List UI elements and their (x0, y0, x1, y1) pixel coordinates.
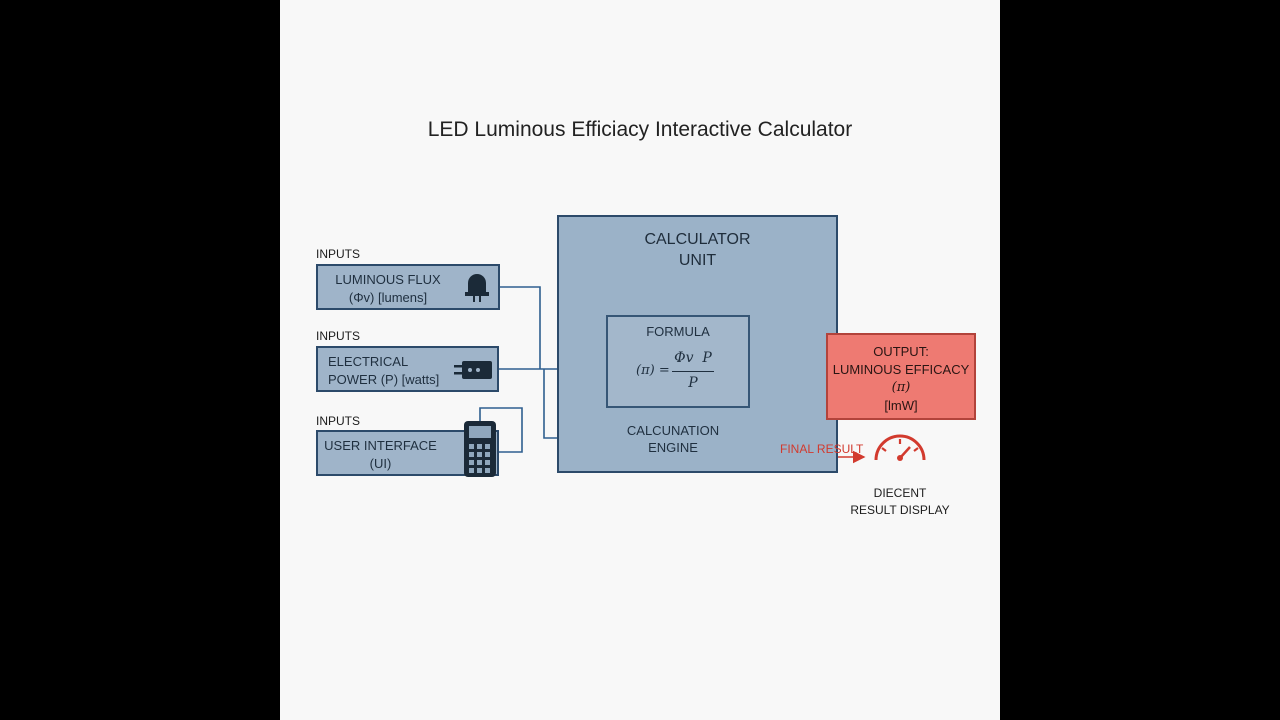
input-luminous-flux-box: LUMINOUS FLUX (Φv) [lumens] (316, 264, 500, 310)
input-electrical-power-box: ELECTRICAL POWER (P) [watts] (316, 346, 499, 392)
display-line2: RESULT DISPLAY (850, 503, 950, 517)
wire-ui-loop (479, 407, 523, 453)
calculator-unit-title: CALCULATOR UNIT (559, 229, 836, 271)
engine-line2: ENGINE (648, 440, 698, 455)
engine-line1: CALCUNATION (626, 423, 720, 438)
formula-denominator: P (688, 375, 698, 391)
output-box: OUTPUT: LUMINOUS EFFICACY (π) [lmW] (826, 333, 976, 420)
keypad-device-icon (464, 421, 496, 477)
led-bulb-icon (465, 274, 489, 302)
output-line2: LUMINOUS EFFICACY (832, 362, 970, 377)
diagram-title: LED Luminous Efficiacy Interactive Calcu… (427, 118, 853, 141)
formula-lhs: (π) = (636, 363, 670, 378)
gauge-icon (874, 434, 926, 461)
diagram-canvas: LED Luminous Efficiacy Interactive Calcu… (280, 0, 1000, 720)
calculation-engine-label: CALCUNATION ENGINE (613, 422, 733, 456)
output-line3: (π) (891, 380, 911, 395)
final-result-label: FINAL RESULT (780, 442, 864, 456)
input-label: ELECTRICAL (328, 354, 409, 369)
input-heading: INPUTS (316, 329, 361, 343)
input-unit: (Φv) [lumens] (348, 290, 428, 305)
wire-flux-to-formula (500, 286, 541, 369)
output-line4: [lmW] (884, 398, 918, 413)
input-heading: INPUTS (316, 247, 361, 261)
calculator-title-line2: UNIT (678, 252, 717, 269)
input-label: LUMINOUS FLUX (335, 272, 441, 287)
input-heading: INPUTS (316, 414, 361, 428)
input-unit: POWER (P) [watts] (328, 372, 440, 387)
formula-numerator: Φv P (674, 350, 712, 366)
power-plug-icon (454, 361, 492, 379)
input-label: USER INTERFACE (324, 438, 437, 453)
display-line1: DIECENT (873, 486, 927, 500)
fraction-bar (672, 371, 714, 372)
result-display-label: DIECENT RESULT DISPLAY (840, 485, 960, 519)
input-unit: (UI) (369, 456, 392, 471)
calculator-title-line1: CALCULATOR (644, 231, 751, 248)
formula-box: FORMULA (π) = Φv P P (606, 315, 750, 408)
formula-label: FORMULA (646, 324, 710, 339)
output-line1: OUTPUT: (873, 344, 929, 359)
